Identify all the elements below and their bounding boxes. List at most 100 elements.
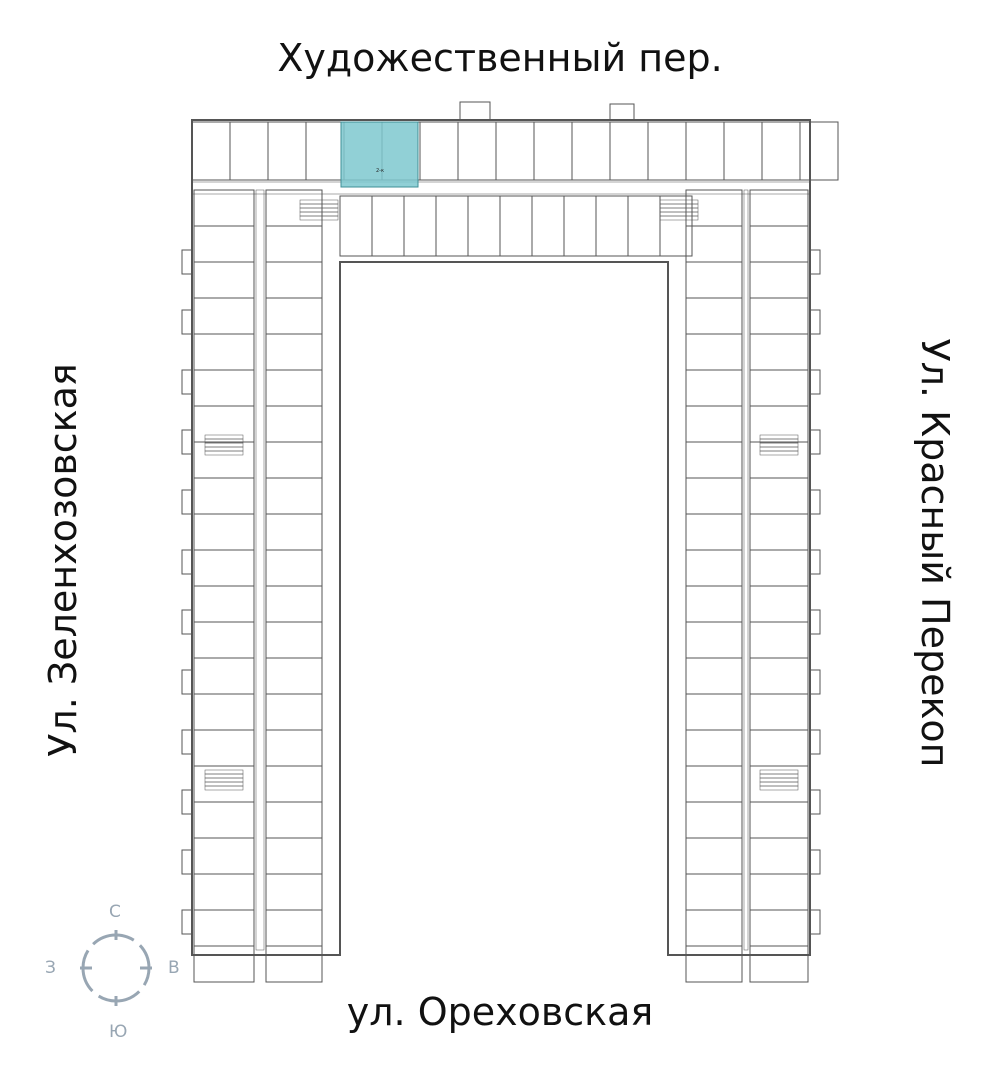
room bbox=[204, 777, 244, 783]
room bbox=[193, 513, 255, 551]
room bbox=[749, 405, 809, 443]
room bbox=[685, 909, 743, 947]
room bbox=[809, 369, 821, 395]
room bbox=[193, 369, 255, 407]
room bbox=[685, 441, 743, 479]
room bbox=[759, 442, 799, 448]
room bbox=[627, 195, 661, 257]
compass-icon bbox=[80, 930, 152, 1006]
room bbox=[181, 609, 193, 635]
room bbox=[685, 333, 743, 371]
room bbox=[265, 261, 323, 299]
room bbox=[193, 945, 255, 983]
room bbox=[181, 429, 193, 455]
room bbox=[759, 773, 799, 779]
room bbox=[191, 181, 811, 195]
room bbox=[265, 801, 323, 839]
room bbox=[759, 777, 799, 783]
room bbox=[749, 801, 809, 839]
room bbox=[499, 195, 533, 257]
room bbox=[181, 549, 193, 575]
room bbox=[685, 657, 743, 695]
room bbox=[685, 765, 743, 803]
room bbox=[809, 489, 821, 515]
room bbox=[193, 189, 255, 227]
room bbox=[809, 429, 821, 455]
room bbox=[193, 441, 255, 479]
room bbox=[181, 369, 193, 395]
room bbox=[193, 765, 255, 803]
room bbox=[685, 621, 743, 659]
room bbox=[749, 693, 809, 731]
room bbox=[181, 729, 193, 755]
room bbox=[809, 909, 821, 935]
room bbox=[749, 189, 809, 227]
room bbox=[749, 441, 809, 479]
room bbox=[749, 513, 809, 551]
room bbox=[265, 477, 323, 515]
room bbox=[193, 729, 255, 767]
room bbox=[685, 549, 743, 587]
room bbox=[749, 657, 809, 695]
room bbox=[749, 873, 809, 911]
room bbox=[595, 195, 629, 257]
room bbox=[193, 909, 255, 947]
room bbox=[749, 297, 809, 335]
room bbox=[299, 211, 339, 217]
room bbox=[749, 477, 809, 515]
room bbox=[685, 477, 743, 515]
room bbox=[181, 909, 193, 935]
room bbox=[749, 621, 809, 659]
room bbox=[265, 837, 323, 875]
room bbox=[204, 773, 244, 779]
room bbox=[265, 549, 323, 587]
room bbox=[563, 195, 597, 257]
room bbox=[265, 333, 323, 371]
room bbox=[533, 121, 573, 181]
room bbox=[723, 121, 763, 181]
room bbox=[685, 729, 743, 767]
room bbox=[181, 309, 193, 335]
room bbox=[749, 945, 809, 983]
room bbox=[531, 195, 565, 257]
room bbox=[809, 309, 821, 335]
room bbox=[265, 405, 323, 443]
room bbox=[809, 669, 821, 695]
room bbox=[193, 261, 255, 299]
room bbox=[647, 121, 687, 181]
compass-west-label: З bbox=[45, 958, 56, 978]
room bbox=[749, 729, 809, 767]
room bbox=[685, 837, 743, 875]
svg-text:2-к: 2-к bbox=[376, 168, 384, 174]
compass-north-label: С bbox=[109, 902, 121, 922]
room bbox=[265, 693, 323, 731]
room bbox=[204, 781, 244, 787]
room bbox=[265, 585, 323, 623]
room bbox=[749, 369, 809, 407]
room bbox=[265, 369, 323, 407]
room bbox=[759, 781, 799, 787]
room bbox=[299, 215, 339, 221]
room bbox=[759, 450, 799, 456]
room bbox=[761, 121, 801, 181]
room bbox=[749, 549, 809, 587]
room bbox=[181, 249, 193, 275]
room bbox=[685, 297, 743, 335]
room bbox=[809, 249, 821, 275]
room bbox=[204, 442, 244, 448]
highlighted-apartment[interactable] bbox=[340, 121, 419, 188]
room bbox=[193, 585, 255, 623]
room bbox=[809, 729, 821, 755]
room bbox=[229, 121, 269, 181]
room bbox=[759, 446, 799, 452]
room bbox=[193, 549, 255, 587]
room bbox=[685, 585, 743, 623]
room bbox=[685, 693, 743, 731]
room bbox=[181, 489, 193, 515]
room bbox=[193, 405, 255, 443]
building-outline bbox=[191, 119, 811, 956]
room bbox=[419, 121, 459, 181]
room bbox=[193, 477, 255, 515]
room bbox=[685, 513, 743, 551]
